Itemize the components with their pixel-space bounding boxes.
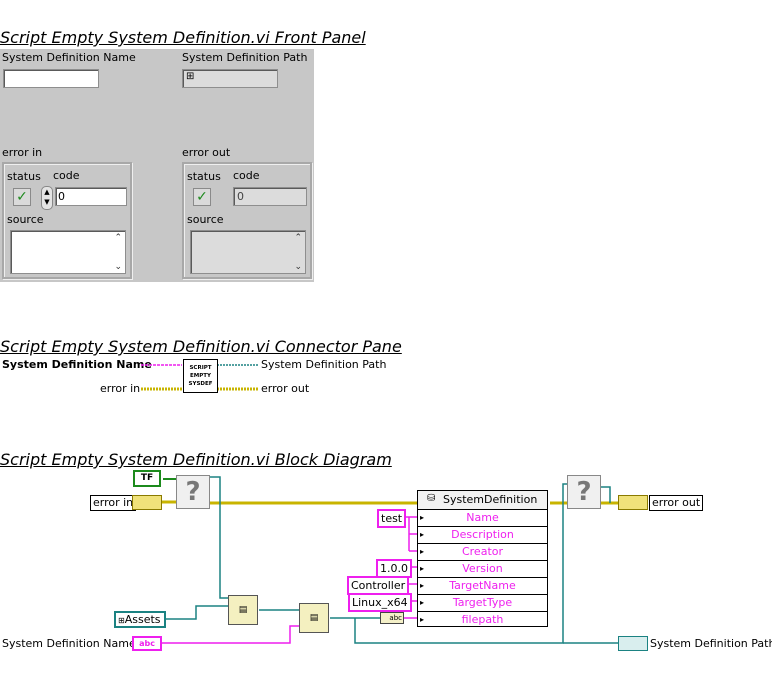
bd-sys-def-path-label: System Definition Path bbox=[650, 637, 772, 650]
cp-error-out-terminal: error out bbox=[261, 382, 310, 395]
error-in-code-input[interactable]: 0 bbox=[55, 187, 127, 206]
property-name[interactable]: ▸Name bbox=[418, 509, 547, 526]
target-type-string-constant[interactable]: Linux_x64 bbox=[348, 593, 412, 612]
case-structure-icon[interactable]: ? bbox=[176, 475, 210, 509]
front-panel-title: Script Empty System Definition.vi Front … bbox=[0, 28, 366, 47]
error-in-label: error in bbox=[2, 146, 43, 159]
vi-icon: SCRIPT EMPTY SYSDEF bbox=[183, 359, 218, 393]
name-string-constant[interactable]: test bbox=[377, 509, 407, 528]
true-constant[interactable]: TF bbox=[133, 470, 161, 487]
bd-error-out-terminal[interactable] bbox=[618, 495, 648, 510]
error-in-cluster: status code ✓ ▲▼ 0 source ⌃ ⌄ bbox=[2, 162, 132, 279]
scroll-up-icon[interactable]: ⌃ bbox=[114, 233, 122, 243]
path-browse-icon: ⊞ bbox=[186, 71, 195, 82]
error-in-status-label: status bbox=[7, 170, 41, 183]
scroll-up-icon[interactable]: ⌃ bbox=[294, 233, 302, 243]
system-definition-class-icon: ⛁ bbox=[427, 493, 436, 504]
error-out-label: error out bbox=[182, 146, 231, 159]
assets-path-constant[interactable]: ⊞Assets bbox=[114, 611, 166, 628]
build-path-function-icon[interactable]: ▤ bbox=[299, 603, 329, 633]
error-out-status-indicator: ✓ bbox=[193, 188, 211, 206]
version-string-constant[interactable]: 1.0.0 bbox=[376, 559, 412, 578]
sys-def-path-label: System Definition Path bbox=[182, 51, 308, 64]
case-structure-icon[interactable]: ? bbox=[567, 475, 601, 509]
block-diagram-title: Script Empty System Definition.vi Block … bbox=[0, 450, 392, 469]
error-in-status-checkbox[interactable]: ✓ bbox=[13, 188, 31, 206]
bd-error-in-terminal[interactable] bbox=[132, 495, 162, 510]
property-target-name[interactable]: ▸TargetName bbox=[418, 577, 547, 594]
bd-sys-def-name-terminal[interactable]: abc bbox=[132, 636, 162, 651]
path-to-string-function[interactable]: abc bbox=[380, 612, 404, 624]
cp-sys-def-name-terminal: System Definition Name bbox=[2, 358, 152, 371]
error-out-source-indicator: ⌃ ⌄ bbox=[190, 230, 306, 274]
cp-sys-def-path-terminal: System Definition Path bbox=[261, 358, 387, 371]
property-creator[interactable]: ▸Creator bbox=[418, 543, 547, 560]
connector-pane-title: Script Empty System Definition.vi Connec… bbox=[0, 337, 402, 356]
property-target-type[interactable]: ▸TargetType bbox=[418, 594, 547, 611]
front-panel: System Definition Name System Definition… bbox=[0, 49, 314, 282]
error-out-cluster: status code ✓ 0 source ⌃ ⌄ bbox=[182, 162, 312, 279]
sys-def-path-indicator: ⊞ bbox=[182, 69, 278, 88]
code-increment-decrement-icon[interactable]: ▲▼ bbox=[41, 186, 53, 210]
error-out-source-label: source bbox=[187, 213, 224, 226]
build-path-function-icon[interactable]: ▤ bbox=[228, 595, 258, 625]
target-name-string-constant[interactable]: Controller bbox=[347, 576, 410, 595]
bd-error-out-label: error out bbox=[649, 495, 704, 511]
error-out-code-label: code bbox=[233, 169, 260, 182]
error-in-source-input[interactable]: ⌃ ⌄ bbox=[10, 230, 126, 274]
error-in-code-label: code bbox=[53, 169, 80, 182]
scroll-down-icon[interactable]: ⌄ bbox=[294, 262, 302, 272]
error-in-source-label: source bbox=[7, 213, 44, 226]
property-version[interactable]: ▸Version bbox=[418, 560, 547, 577]
sys-def-name-label: System Definition Name bbox=[2, 51, 136, 64]
system-definition-property-node[interactable]: ⛁ SystemDefinition ▸Name ▸Description ▸C… bbox=[417, 490, 548, 627]
path-icon: ⊞ bbox=[118, 616, 125, 625]
connector-pane-wires bbox=[141, 364, 258, 391]
bd-error-in-label: error in bbox=[90, 495, 137, 511]
error-out-status-label: status bbox=[187, 170, 221, 183]
property-description[interactable]: ▸Description bbox=[418, 526, 547, 543]
sys-def-name-input[interactable] bbox=[3, 69, 99, 88]
error-out-code-indicator: 0 bbox=[233, 187, 307, 206]
bd-sys-def-name-label: System Definition Name bbox=[2, 637, 136, 650]
scroll-down-icon[interactable]: ⌄ bbox=[114, 262, 122, 272]
property-filepath[interactable]: ▸filepath bbox=[418, 611, 547, 628]
property-node-header: ⛁ SystemDefinition bbox=[418, 491, 547, 509]
bd-sys-def-path-terminal[interactable] bbox=[618, 636, 648, 651]
cp-error-in-terminal: error in bbox=[100, 382, 141, 395]
